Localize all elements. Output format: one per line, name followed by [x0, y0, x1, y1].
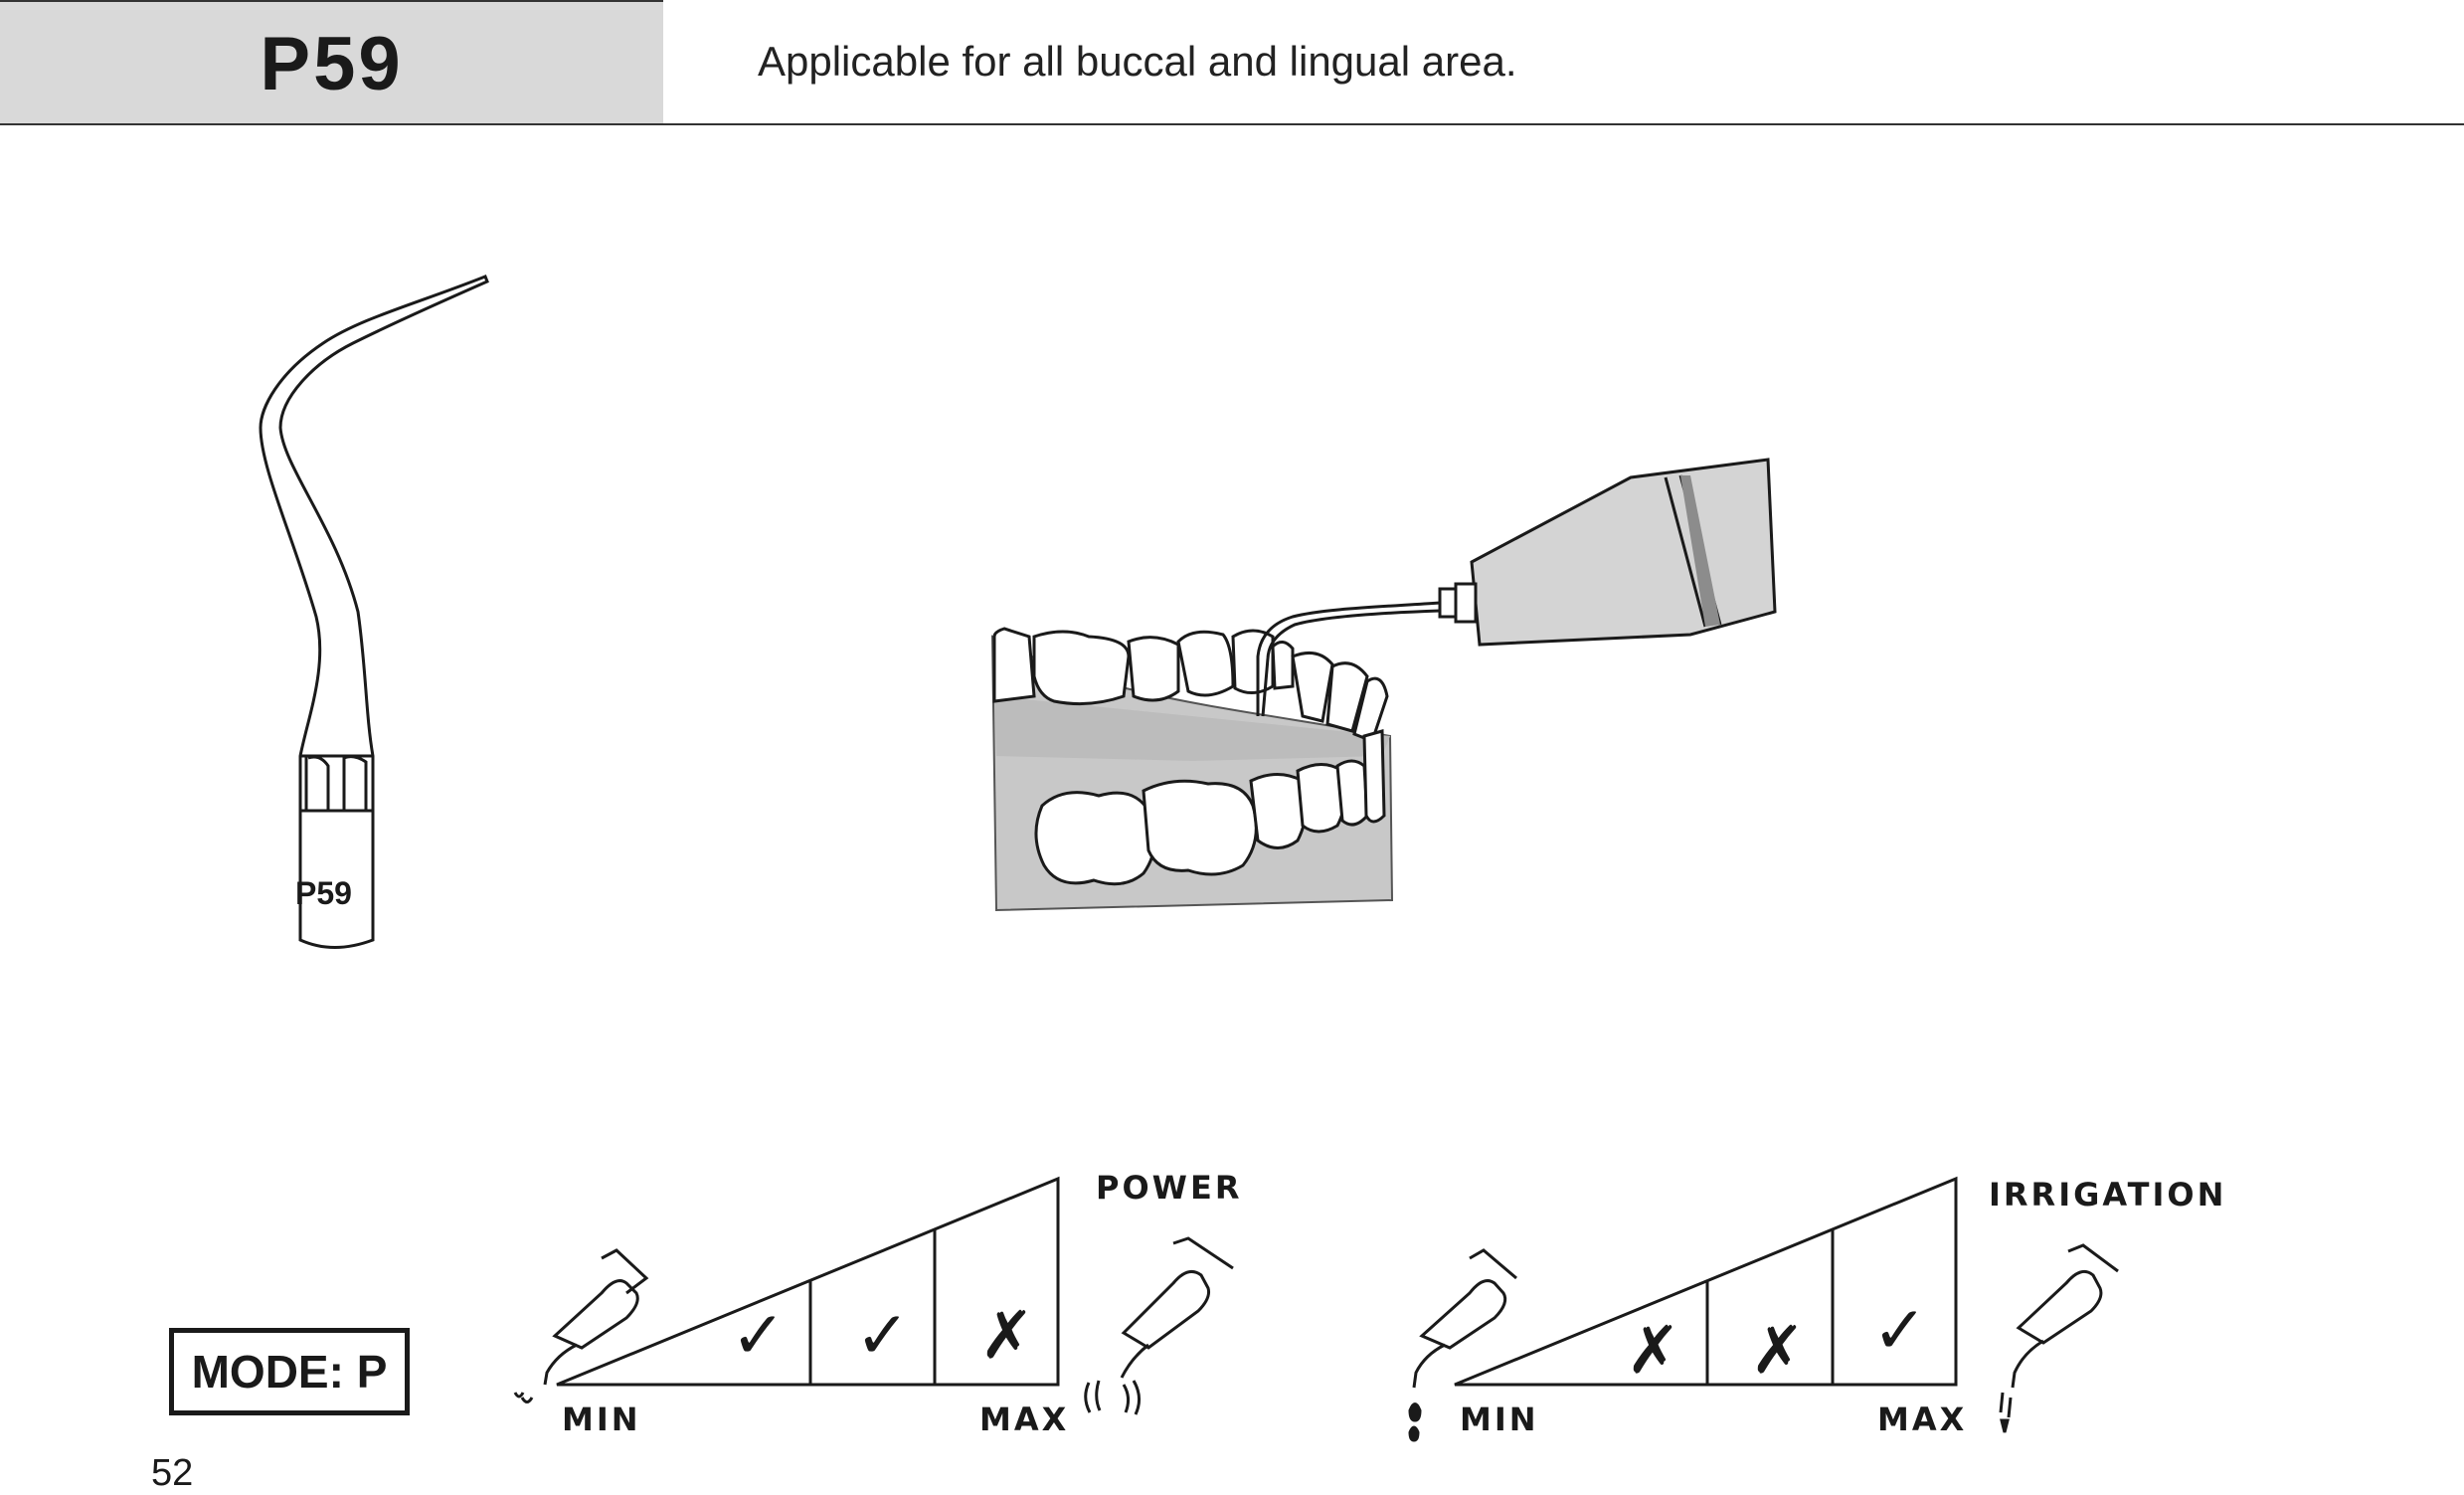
power-mark-1: ✓ [731, 1297, 787, 1374]
irrigation-mark-3: ✓ [1872, 1292, 1928, 1369]
irrigation-mark-2: ✗ [1750, 1312, 1806, 1389]
power-mark-3: ✗ [979, 1297, 1035, 1374]
header-description: Applicable for all buccal and lingual ar… [758, 38, 1517, 85]
power-max-label: MAX [979, 1401, 1070, 1438]
handpiece-stream-icon [1999, 1243, 2119, 1433]
handpiece-on-teeth-icon [990, 458, 1777, 912]
mode-label: MODE: P [191, 1346, 388, 1398]
irrigation-scale-title: IRRIGATION [1989, 1176, 2227, 1214]
page-title: P59 [260, 21, 404, 106]
mode-badge: MODE: P [169, 1328, 410, 1415]
header-divider [0, 123, 2464, 125]
power-scale-chart [556, 1176, 1060, 1387]
irrigation-max-label: MAX [1877, 1401, 1968, 1438]
irrigation-mark-1: ✗ [1626, 1312, 1681, 1389]
tip-label: P59 [295, 875, 352, 911]
handpiece-drip-icon [1408, 1248, 1517, 1442]
page-number: 52 [151, 1452, 194, 1494]
irrigation-min-label: MIN [1460, 1401, 1539, 1438]
scaler-tip-icon [259, 275, 489, 949]
power-min-label: MIN [562, 1401, 641, 1438]
handpiece-high-vibration-icon [1084, 1236, 1234, 1415]
power-mark-2: ✓ [855, 1297, 911, 1374]
irrigation-scale-chart [1454, 1176, 1958, 1387]
handpiece-low-vibration-icon [513, 1248, 649, 1403]
header-code-box: P59 [0, 0, 663, 125]
power-scale-title: POWER [1096, 1169, 1243, 1207]
